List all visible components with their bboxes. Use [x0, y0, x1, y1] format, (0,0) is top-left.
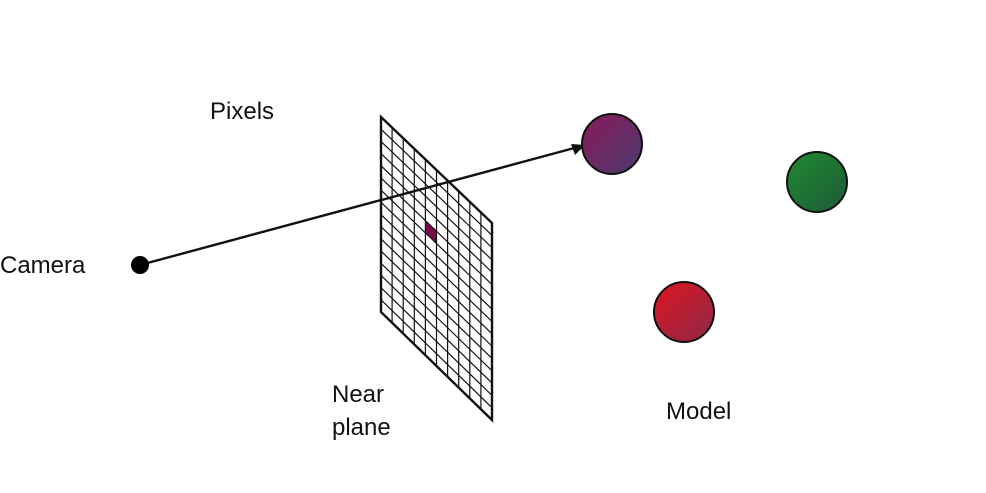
sphere-red — [653, 281, 715, 343]
grid-row-line — [380, 262, 493, 372]
grid-row-line — [380, 238, 493, 347]
grid-row-line — [380, 275, 493, 384]
camera-label: Camera — [0, 252, 86, 279]
model-label: Model — [666, 398, 732, 425]
grid-row-line — [380, 165, 493, 273]
grid-row-line — [380, 128, 493, 236]
near-plane-grid — [379, 114, 494, 423]
near-plane-label-line2: plane — [332, 414, 391, 441]
grid-row-line — [380, 153, 493, 261]
pixels-label: Pixels — [210, 98, 275, 125]
near-plane-label: Near plane — [332, 378, 391, 444]
sphere-green — [786, 151, 848, 213]
grid-row-line — [380, 201, 493, 310]
grid-row-line — [380, 140, 493, 249]
grid-row-line — [380, 299, 493, 409]
grid-row-line — [380, 226, 493, 335]
grid-row-line — [380, 189, 493, 298]
camera-ray — [139, 145, 579, 267]
near-plane-border — [379, 114, 494, 423]
grid-row-line — [380, 214, 493, 322]
grid-row-line — [380, 250, 493, 359]
near-plane-label-line1: Near — [332, 381, 385, 408]
grid-row-line — [380, 287, 493, 396]
camera-point — [131, 256, 149, 274]
sphere-purple — [581, 113, 643, 175]
highlighted-pixel — [425, 220, 437, 244]
